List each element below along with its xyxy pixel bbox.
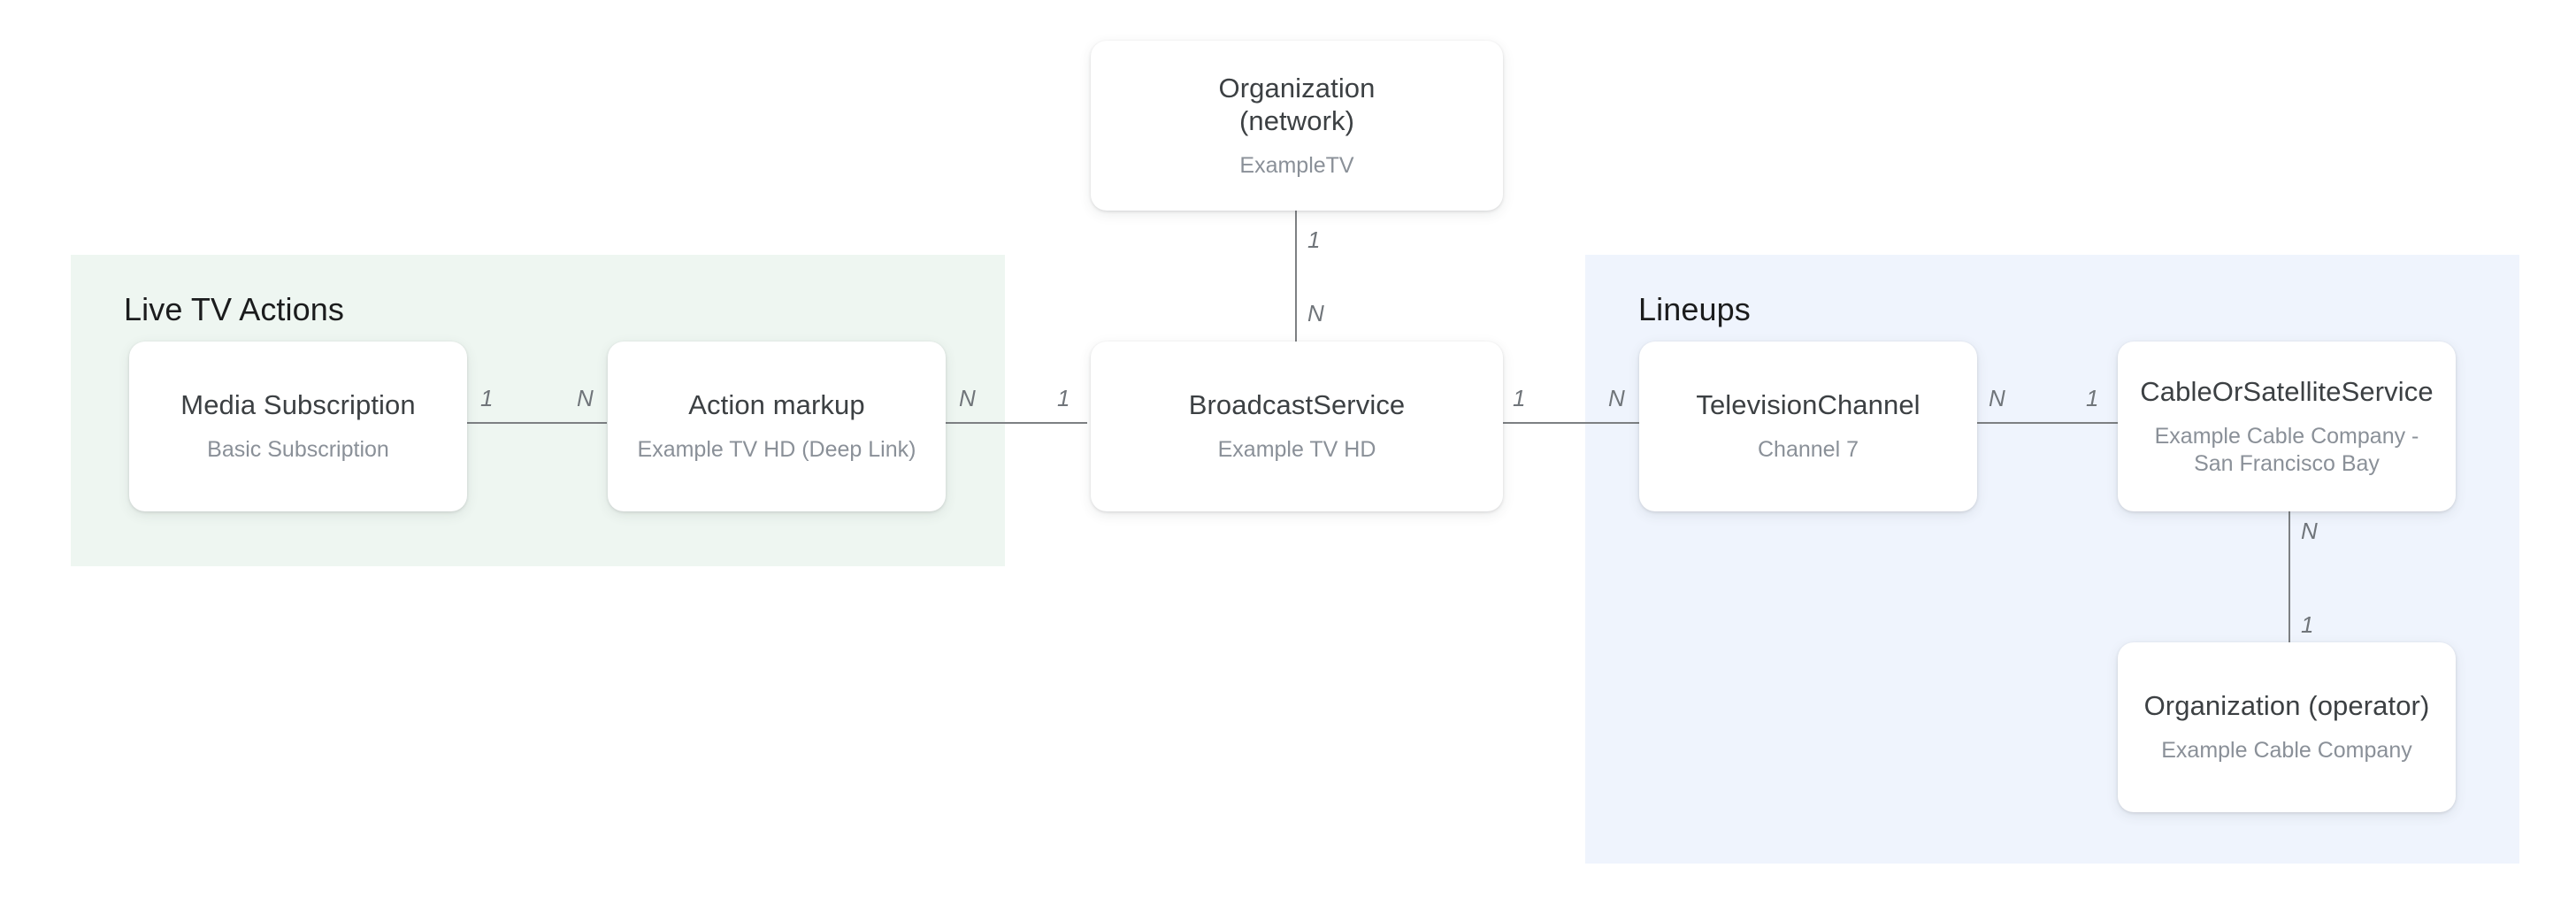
node-subtitle-organization-network: ExampleTV bbox=[1239, 153, 1354, 179]
node-organization-network[interactable]: Organization (network) ExampleTV bbox=[1091, 41, 1503, 211]
edge-line-cable-or-satellite-service-to-organization-operator bbox=[2288, 511, 2290, 642]
edge-label-organization-operator-top-side: 1 bbox=[2301, 611, 2314, 638]
node-title-cable-or-satellite-service: CableOrSatelliteService bbox=[2140, 375, 2434, 407]
node-subtitle-broadcast-service: Example TV HD bbox=[1217, 437, 1376, 463]
group-title-lineups: Lineups bbox=[1638, 291, 1751, 327]
node-subtitle-television-channel: Channel 7 bbox=[1758, 437, 1859, 463]
edge-line-action-markup-to-broadcast-service bbox=[946, 422, 1087, 424]
edge-label-television-channel-right-side: N bbox=[1989, 385, 2005, 411]
node-media-subscription[interactable]: Media Subscription Basic Subscription bbox=[129, 342, 467, 511]
node-title-media-subscription: Media Subscription bbox=[180, 389, 416, 421]
edge-label-cable-or-satellite-service-left-side: 1 bbox=[2086, 385, 2099, 411]
node-title-organization-operator: Organization (operator) bbox=[2143, 690, 2430, 722]
edge-line-broadcast-service-to-television-channel bbox=[1501, 422, 1639, 424]
node-cable-or-satellite-service[interactable]: CableOrSatelliteService Example Cable Co… bbox=[2118, 342, 2456, 511]
node-title-action-markup: Action markup bbox=[688, 389, 865, 421]
node-broadcast-service[interactable]: BroadcastService Example TV HD bbox=[1091, 342, 1503, 511]
edge-line-media-subscription-to-action-markup bbox=[467, 422, 607, 424]
edge-label-broadcast-service-left-side: 1 bbox=[1057, 385, 1070, 411]
node-television-channel[interactable]: TelevisionChannel Channel 7 bbox=[1639, 342, 1977, 511]
node-title-line1: Organization bbox=[1218, 72, 1376, 104]
edge-label-cable-or-satellite-service-bottom-side: N bbox=[2301, 518, 2318, 544]
node-subtitle-line1: Example Cable Company - bbox=[2154, 423, 2419, 449]
node-subtitle-media-subscription: Basic Subscription bbox=[207, 437, 389, 463]
edge-label-action-markup-right-side: N bbox=[959, 385, 976, 411]
node-title-organization-network: Organization (network) bbox=[1219, 72, 1376, 139]
node-subtitle-action-markup: Example TV HD (Deep Link) bbox=[637, 437, 916, 463]
edge-line-television-channel-to-cable-or-satellite-service bbox=[1976, 422, 2118, 424]
node-action-markup[interactable]: Action markup Example TV HD (Deep Link) bbox=[608, 342, 946, 511]
node-organization-operator[interactable]: Organization (operator) Example Cable Co… bbox=[2118, 642, 2456, 812]
edge-label-organization-network-side: 1 bbox=[1307, 226, 1321, 253]
node-subtitle-cable-or-satellite-service: Example Cable Company - San Francisco Ba… bbox=[2155, 423, 2419, 479]
edge-label-broadcast-service-top-side: N bbox=[1307, 300, 1324, 326]
node-title-broadcast-service: BroadcastService bbox=[1188, 389, 1406, 421]
edge-line-organization-network-to-broadcast-service bbox=[1295, 211, 1297, 342]
node-title-line2: (network) bbox=[1238, 105, 1355, 137]
edge-label-broadcast-service-right-side: 1 bbox=[1513, 385, 1526, 411]
node-subtitle-line2: San Francisco Bay bbox=[2194, 450, 2380, 476]
edge-label-television-channel-left-side: N bbox=[1608, 385, 1625, 411]
group-title-live-tv-actions: Live TV Actions bbox=[124, 291, 344, 327]
node-title-television-channel: TelevisionChannel bbox=[1696, 389, 1920, 421]
edge-label-action-markup-left-side: N bbox=[577, 385, 594, 411]
node-subtitle-organization-operator: Example Cable Company bbox=[2161, 738, 2412, 764]
edge-label-media-subscription-side: 1 bbox=[480, 385, 494, 411]
